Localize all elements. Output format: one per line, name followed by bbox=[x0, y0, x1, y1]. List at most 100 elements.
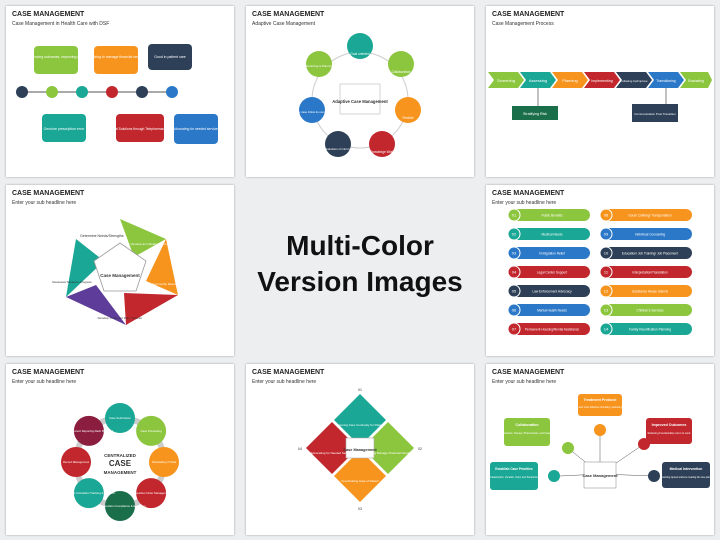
item-label: Advocating for Needed Services bbox=[311, 451, 354, 455]
item-label: Permanent Housing/Rental Assistance bbox=[525, 328, 580, 332]
number-badge bbox=[599, 227, 613, 241]
slide-title: CASE MANAGEMENT bbox=[492, 11, 565, 18]
item-label: Education/ Job Training/ Job Placement bbox=[622, 252, 678, 256]
support-icon bbox=[166, 86, 178, 98]
collaboration-icon bbox=[562, 442, 574, 454]
patient-icon bbox=[136, 86, 148, 98]
number-badge bbox=[599, 322, 613, 336]
card-title: Establish Case Priorities bbox=[495, 467, 533, 471]
item-label: Family Reunification Planning bbox=[629, 328, 671, 332]
slide-thumbnail-2[interactable]: CASE MANAGEMENT Adaptive Case Management… bbox=[246, 6, 474, 177]
slide-thumbnail-7[interactable]: CASE MANAGEMENT Enter your sub headline … bbox=[246, 364, 474, 535]
item-label: Law Enforcement Advocacy bbox=[532, 290, 572, 294]
label-5: Medical Solutions through Telepharmaceut… bbox=[106, 127, 173, 131]
label: Develop an individual Care Plan bbox=[131, 242, 174, 246]
node-label: Collaboration bbox=[392, 70, 411, 74]
label: Determine Needs/Strengths bbox=[80, 234, 123, 238]
card-text: Assisting injured workers creating life … bbox=[660, 476, 712, 479]
slide-thumbnail-8[interactable]: CASE MANAGEMENT Enter your sub headline … bbox=[486, 364, 714, 535]
item-label: Children's Services bbox=[636, 309, 664, 313]
node-label: Flexible bbox=[403, 116, 414, 120]
slide-thumbnail-6[interactable]: CASE MANAGEMENT Enter your sub headline … bbox=[6, 364, 234, 535]
headline-line-1: Multi-Color bbox=[286, 230, 434, 261]
hub-diagram: Case Management Treatment Protocol Optim… bbox=[490, 394, 712, 490]
number-badge bbox=[599, 303, 613, 317]
item-number: 02 bbox=[512, 232, 517, 237]
ring-node bbox=[105, 403, 135, 433]
number-badge bbox=[507, 284, 521, 298]
slide-title: CASE MANAGEMENT bbox=[252, 11, 325, 18]
step-label: Evaluating bbox=[688, 79, 704, 83]
node-label: Monitoring & Planning bbox=[304, 64, 334, 68]
card-text: Catastrophic, Vocation, Field, and Telep… bbox=[490, 476, 539, 479]
number-badge bbox=[599, 246, 613, 260]
num: 04 bbox=[298, 447, 302, 451]
flexible-node bbox=[395, 97, 421, 123]
item-number: 12 bbox=[604, 289, 609, 294]
item-number: 05 bbox=[512, 289, 517, 294]
center-label: Case Management bbox=[100, 273, 140, 278]
node-label: Post Disposition Compliance & Execution bbox=[94, 504, 146, 508]
slide-subtitle: Adaptive Case Management bbox=[252, 21, 316, 27]
monitoring-node bbox=[306, 51, 332, 77]
medical-icon bbox=[648, 470, 660, 482]
pentagon-cycle-diagram: Case Management Determine Needs/Strength… bbox=[52, 219, 183, 325]
number-badge bbox=[599, 284, 613, 298]
card-text: Optimized and Cost effective including m… bbox=[566, 405, 634, 409]
slide-thumbnail-3[interactable]: CASE MANAGEMENT Case Management Process … bbox=[486, 6, 714, 177]
step-label: Screening bbox=[497, 78, 515, 83]
step-label: Planning bbox=[562, 78, 578, 83]
item-number: 10 bbox=[604, 251, 609, 256]
adaptive-cycle-diagram: Adaptive Case Management Goal oriented C… bbox=[293, 33, 421, 157]
label-4: Genuine prescription error bbox=[44, 127, 85, 131]
ring-node bbox=[73, 478, 104, 509]
slide-subtitle: Enter your sub headline here bbox=[252, 379, 317, 385]
ring-node bbox=[149, 447, 179, 477]
pill-icon bbox=[106, 86, 118, 98]
item-number: 04 bbox=[512, 270, 517, 275]
slide-subtitle: Enter your sub headline here bbox=[12, 200, 77, 206]
item-number: 06 bbox=[512, 308, 517, 313]
goal-node bbox=[347, 33, 373, 59]
slide-thumbnail-1[interactable]: CASE MANAGEMENT Case Management in Healt… bbox=[6, 6, 234, 177]
item-number: 13 bbox=[604, 308, 609, 313]
number-badge bbox=[599, 208, 613, 222]
card-text: Reducing Functionality return to work bbox=[648, 431, 692, 435]
node-label: Disposition Order Management bbox=[132, 491, 171, 495]
slide-subtitle: Case Management Process bbox=[492, 21, 554, 27]
item-label: Mental Health Needs bbox=[537, 309, 567, 313]
node-label: Scheduling of Visits bbox=[152, 460, 177, 464]
item-label: Coordinating Care of Patient bbox=[341, 479, 379, 483]
step-label: Transitioning bbox=[656, 79, 675, 83]
slide-title: CASE MANAGEMENT bbox=[492, 369, 565, 376]
node-label: Case Processing bbox=[141, 429, 163, 433]
ring-node bbox=[136, 415, 167, 446]
label: Reassess/ Measure Progress bbox=[52, 280, 92, 284]
item-number: 07 bbox=[512, 327, 517, 332]
number-badge bbox=[507, 246, 521, 260]
slide-subtitle: Enter your sub headline here bbox=[12, 379, 77, 385]
item-label: Legal Center Support bbox=[537, 271, 567, 275]
label-1: Improving outcomes, improving care bbox=[28, 55, 84, 59]
center-label: Case Management bbox=[582, 473, 618, 478]
ring-node bbox=[73, 415, 104, 446]
card-title: Collaboration bbox=[515, 423, 538, 427]
knowledge-node bbox=[369, 131, 395, 157]
process-diagram: Screening Assessing Planning Implementin… bbox=[488, 72, 712, 122]
medical-icon bbox=[16, 86, 28, 98]
center-big: CASE bbox=[109, 459, 132, 468]
label-2: Striving to manage financial needs bbox=[89, 55, 143, 59]
node-label: Knowledge Work bbox=[370, 150, 394, 154]
item-label: Immigration Relief bbox=[539, 252, 565, 256]
item-number: 08 bbox=[604, 213, 609, 218]
slide-thumbnail-4[interactable]: CASE MANAGEMENT Enter your sub headline … bbox=[6, 185, 234, 356]
item-label: Good/ Clothing/ Transportation bbox=[628, 214, 672, 218]
slide-title: CASE MANAGEMENT bbox=[12, 11, 85, 18]
slide-title: CASE MANAGEMENT bbox=[492, 190, 565, 197]
number-badge bbox=[599, 265, 613, 279]
path-node bbox=[299, 97, 325, 123]
slide-title: CASE MANAGEMENT bbox=[12, 190, 85, 197]
slide-thumbnail-5[interactable]: CASE MANAGEMENT Enter your sub headline … bbox=[486, 185, 714, 356]
box-label: Communication Post Transition bbox=[634, 112, 676, 116]
